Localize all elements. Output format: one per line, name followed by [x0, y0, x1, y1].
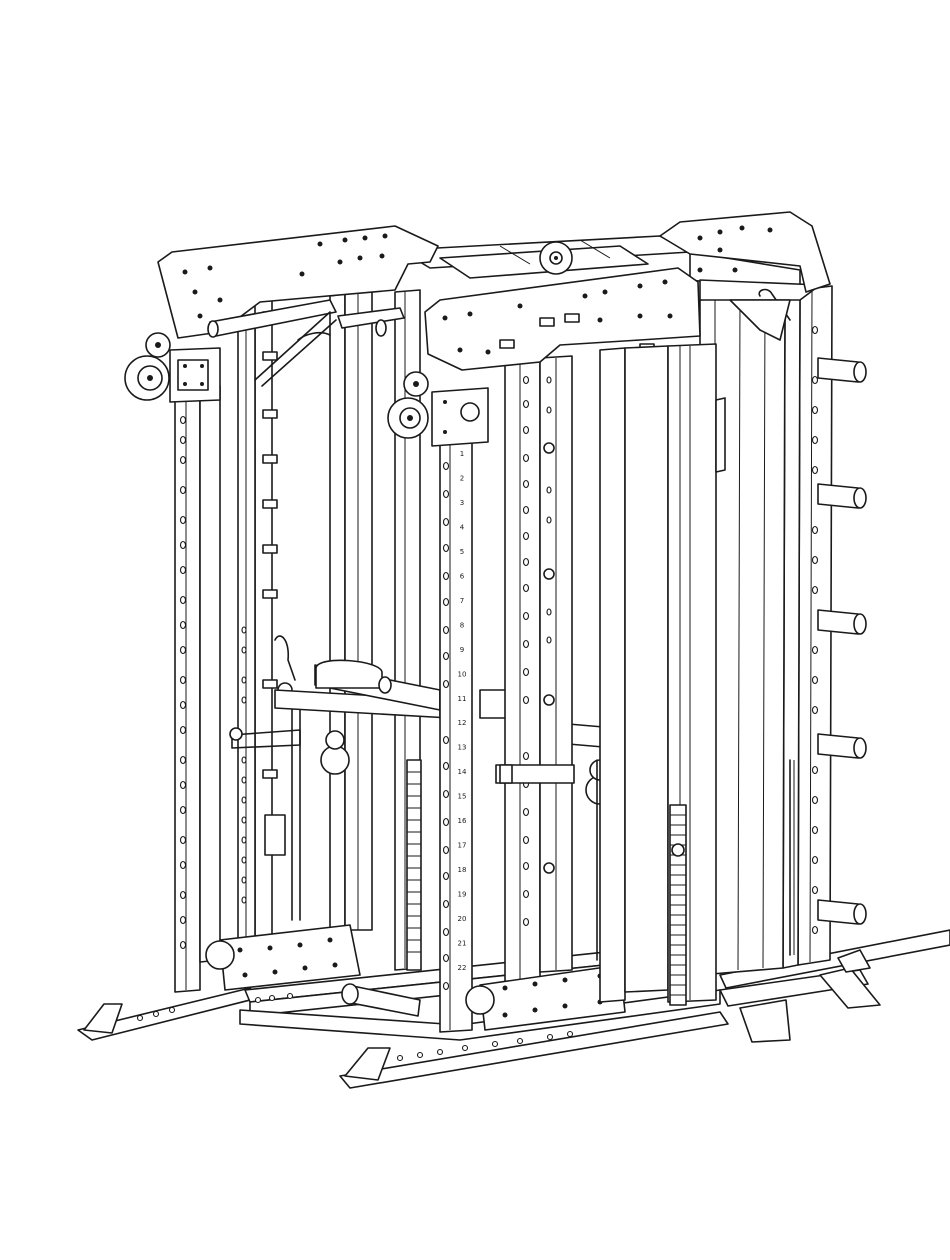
upright-number-11: 11 — [458, 695, 467, 703]
upright-number-8: 8 — [460, 621, 464, 629]
upright-number-21: 21 — [458, 940, 467, 948]
rear-frame — [700, 286, 866, 975]
upright-number-14: 14 — [458, 768, 467, 776]
left-front-upright — [125, 226, 438, 992]
upright-number-17: 17 — [458, 842, 467, 850]
upright-number-3: 3 — [460, 499, 464, 507]
upright-number-4: 4 — [460, 523, 465, 531]
upright-number-9: 9 — [460, 646, 464, 654]
upright-number-13: 13 — [458, 744, 467, 752]
upright-number-16: 16 — [458, 817, 467, 825]
upright-number-2: 2 — [460, 474, 464, 482]
left-pulley — [125, 333, 220, 402]
upright-number-12: 12 — [458, 719, 467, 727]
weight-stack-tower — [600, 344, 725, 1005]
upright-number-10: 10 — [458, 670, 467, 678]
upright-number-1: 1 — [460, 450, 464, 458]
upright-number-19: 19 — [458, 891, 467, 899]
back-left-uprights — [255, 262, 421, 970]
upright-number-5: 5 — [460, 548, 464, 556]
upright-number-6: 6 — [460, 572, 465, 580]
upright-number-22: 22 — [458, 964, 467, 972]
upright-number-18: 18 — [458, 866, 467, 874]
upright-number-7: 7 — [460, 597, 464, 605]
upright-number-20: 20 — [458, 915, 467, 923]
upright-number-15: 15 — [458, 793, 467, 801]
